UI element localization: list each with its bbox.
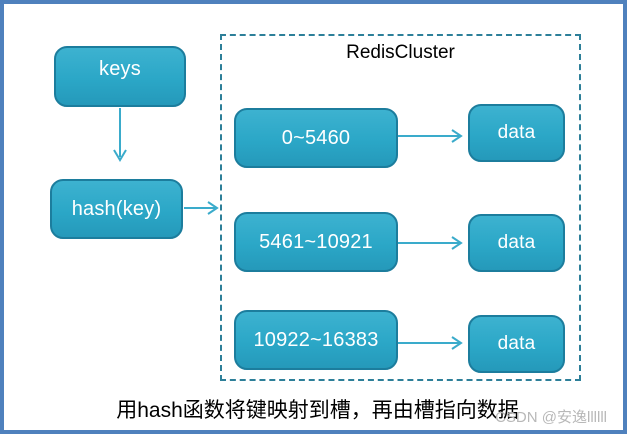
slot-range-box-3: 10922~16383 xyxy=(234,310,398,370)
data-label-1: data xyxy=(497,122,536,143)
arrow-right-icon xyxy=(398,333,468,353)
slot-range-box-2: 5461~10921 xyxy=(234,212,398,272)
diagram-caption: 用hash函数将键映射到槽，再由槽指向数据 xyxy=(116,399,519,422)
hash-key-box: hash(key) xyxy=(50,179,183,239)
slot-range-label-3: 10922~16383 xyxy=(253,328,379,351)
arrow-right-icon xyxy=(398,126,468,146)
arrow-right-icon xyxy=(184,198,224,218)
csdn-watermark: CSDN @安逸llllll xyxy=(495,409,607,426)
keys-label: keys xyxy=(99,58,141,80)
slot-range-box-1: 0~5460 xyxy=(234,108,398,168)
arrow-right-icon xyxy=(398,233,468,253)
data-box-2: data xyxy=(468,214,565,272)
hash-key-label: hash(key) xyxy=(71,197,162,220)
keys-box: keys xyxy=(54,46,186,107)
data-label-2: data xyxy=(497,232,536,253)
arrow-down-icon xyxy=(110,108,130,166)
data-box-3: data xyxy=(468,315,565,373)
data-box-1: data xyxy=(468,104,565,162)
slot-range-label-1: 0~5460 xyxy=(281,126,351,149)
data-label-3: data xyxy=(497,333,536,354)
rediscluster-title: RedisCluster xyxy=(346,42,455,63)
slot-range-label-2: 5461~10921 xyxy=(259,230,373,253)
rediscluster-container xyxy=(220,34,581,381)
